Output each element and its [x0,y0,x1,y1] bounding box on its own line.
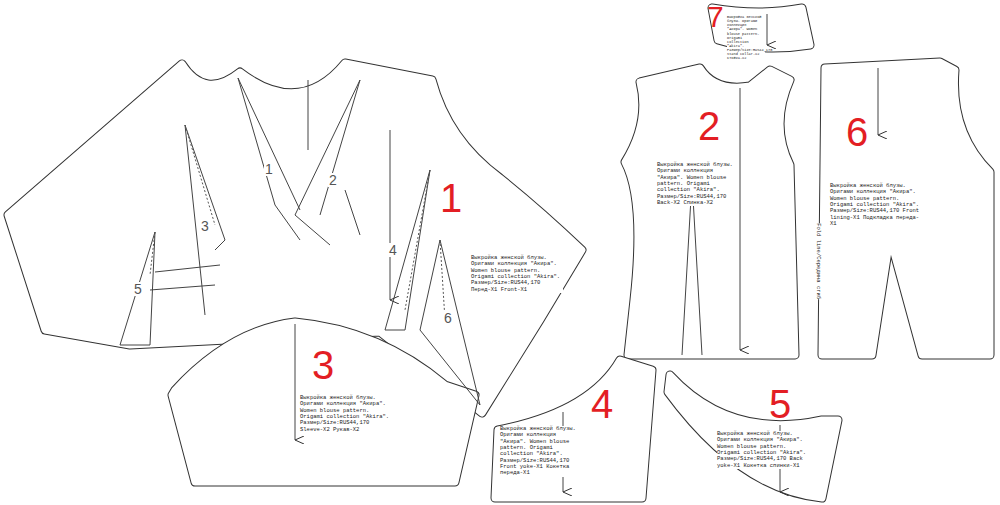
piece-label: Выкройка женской блузы. Оригами коллекци… [830,183,922,227]
dart-number: 6 [443,311,453,325]
piece-number: 5 [769,384,791,424]
dart-number: 3 [200,219,210,233]
piece-number: 7 [707,2,724,32]
piece-number: 6 [846,112,868,152]
fold-line-label: Fold line/Середина сгиб [815,223,821,299]
piece-outlines [8,8,990,498]
piece-label: Выкройка женской блузы. Оригами коллекци… [300,395,392,433]
dart-number: 5 [133,282,143,296]
fold-lines [150,125,445,320]
piece-label: Выкройка женской блузы. Оригами коллекци… [717,431,807,469]
dart-number: 1 [264,162,274,176]
piece-number: 2 [698,106,720,146]
piece-label: Выкройка женской блузы. Оригами коллекци… [471,255,563,293]
piece-number: 1 [440,178,462,218]
dart-number: 4 [388,243,398,257]
piece-number: 3 [312,345,334,385]
darts-and-grainlines [120,14,878,492]
dart-number: 2 [328,173,338,187]
piece-label: Выкройка женской блузы. Оригами коллекци… [500,426,585,477]
piece-label: Выкройка женской блузы. Оригами коллекци… [657,162,737,206]
piece-label: Выкройка женской блузы. Оригами коллекци… [727,15,765,60]
piece-number: 4 [591,384,613,424]
